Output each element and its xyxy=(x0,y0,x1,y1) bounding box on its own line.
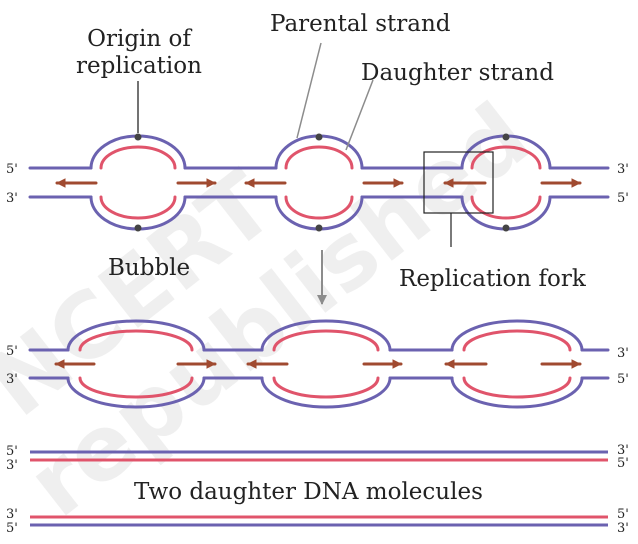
row1-dna-with-bubbles xyxy=(28,133,610,232)
parental-pointer-line xyxy=(296,42,322,139)
end-label: 5' xyxy=(617,507,629,522)
row2-parental-segments xyxy=(28,319,610,409)
end-label: 5' xyxy=(6,162,18,177)
end-label: 5' xyxy=(617,372,629,387)
end-label: 3' xyxy=(6,458,18,473)
end-label: 3' xyxy=(617,162,629,177)
end-label: 3' xyxy=(617,443,629,458)
strand-end-labels: 5' 3' 3' 5' 5' 3' 3' 5' 5' 3' 3' 5' 3' 5… xyxy=(6,162,629,536)
origin-label-line1: Origin of xyxy=(87,26,192,52)
replication-fork-box xyxy=(423,151,494,214)
end-label: 5' xyxy=(6,444,18,459)
end-label: 3' xyxy=(617,521,629,536)
daughter-molecule-1 xyxy=(30,450,608,462)
row2-dna-with-bubbles xyxy=(28,319,610,409)
end-label: 5' xyxy=(6,521,18,536)
replication-fork-label: Replication fork xyxy=(399,266,587,292)
parental-strand-label: Parental strand xyxy=(270,11,451,37)
end-label: 5' xyxy=(617,456,629,471)
daughter-pointer-line xyxy=(345,79,374,151)
two-daughter-label: Two daughter DNA molecules xyxy=(134,479,483,505)
row1-daughter-segments xyxy=(99,145,542,220)
end-label: 3' xyxy=(6,507,18,522)
end-label: 5' xyxy=(617,191,629,206)
row2-daughter-segments xyxy=(78,329,572,399)
end-label: 3' xyxy=(6,372,18,387)
end-label: 3' xyxy=(617,346,629,361)
end-label: 3' xyxy=(6,191,18,206)
bubble-label: Bubble xyxy=(108,255,190,281)
daughter-strand-label: Daughter strand xyxy=(361,60,554,86)
row1-origin-dots xyxy=(134,133,510,232)
origin-label-line2: replication xyxy=(76,53,202,79)
daughter-molecule-2 xyxy=(30,515,608,527)
end-label: 5' xyxy=(6,344,18,359)
